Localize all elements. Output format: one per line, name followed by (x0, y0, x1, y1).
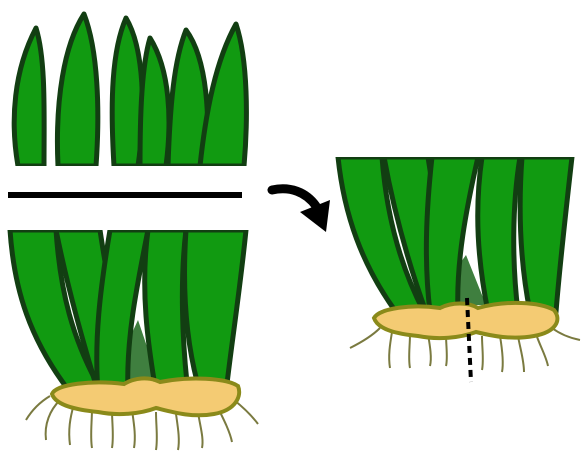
root (518, 336, 524, 372)
root (176, 414, 179, 450)
leaf (140, 38, 169, 166)
root (198, 412, 203, 448)
rhizome (52, 378, 239, 415)
leaf (478, 157, 520, 312)
root (69, 404, 74, 445)
arrow-icon (272, 189, 330, 232)
root (132, 410, 135, 448)
root (26, 396, 50, 420)
root (500, 336, 503, 372)
leaf-bases (10, 230, 246, 392)
leaf (520, 157, 572, 312)
leaf (145, 230, 188, 392)
root (552, 328, 580, 340)
root (156, 412, 157, 450)
root (234, 400, 258, 424)
full-plant-illustration (8, 14, 258, 450)
root (409, 334, 410, 368)
root (389, 332, 392, 368)
leaf (14, 28, 44, 166)
divided-plant-illustration (338, 157, 580, 382)
root (91, 408, 92, 448)
leaf (185, 230, 246, 392)
rhizome (374, 303, 557, 338)
leaf-bases-right (338, 157, 572, 312)
leaf (57, 14, 97, 166)
root (482, 336, 483, 370)
root (350, 328, 380, 348)
leaf-tips (14, 14, 246, 166)
root (536, 334, 548, 366)
root (46, 400, 60, 440)
